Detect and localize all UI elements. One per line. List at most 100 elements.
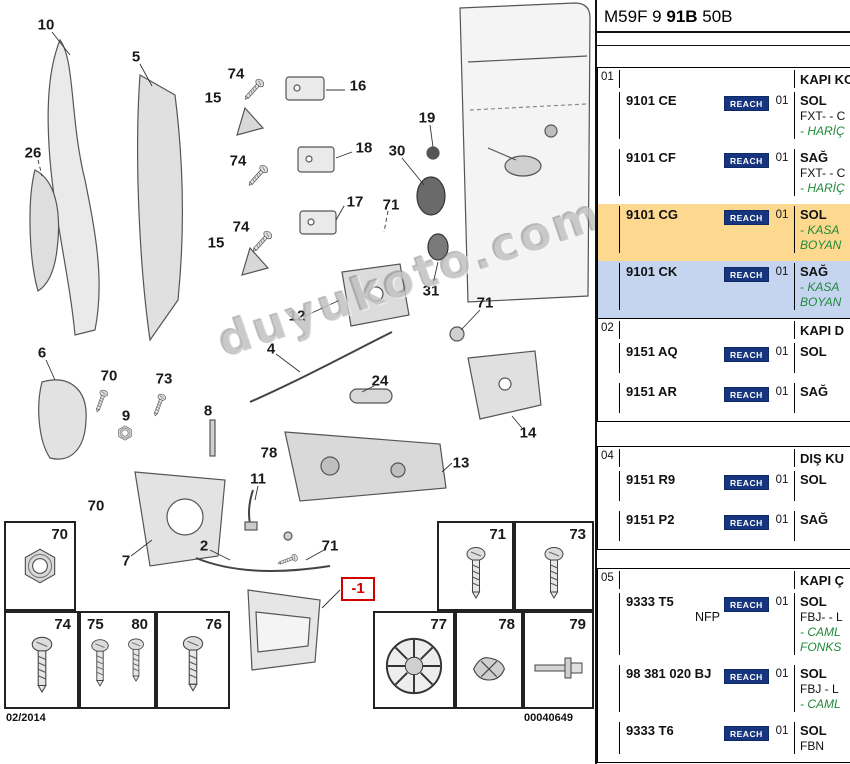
part-number[interactable]: 9101 CE <box>626 93 677 108</box>
reach-badge[interactable]: REACH <box>724 96 769 111</box>
reach-badge-cell: REACH <box>724 665 770 712</box>
reach-badge[interactable]: REACH <box>724 267 769 282</box>
legend-cell-73: 73 <box>514 521 594 611</box>
callout-16: 16 <box>349 77 367 95</box>
group-number: 02 <box>598 321 620 339</box>
part-qty: 01 <box>775 152 789 164</box>
callout-6: 6 <box>37 344 47 362</box>
reach-badge-cell: REACH <box>724 343 770 373</box>
part-ref-cell: 9333 T5 NFP <box>620 593 724 655</box>
callout-73: 73 <box>155 370 173 388</box>
callout-15: 15 <box>207 234 225 252</box>
reach-badge[interactable]: REACH <box>724 153 769 168</box>
legend-cell-78: 78 <box>455 611 523 709</box>
legend-label-75: 75 <box>87 616 104 633</box>
part-ref-cell <box>620 70 724 88</box>
part-desc-line: - HARİÇ <box>800 181 845 195</box>
part-number[interactable]: 9333 T6 <box>626 723 674 738</box>
header-divider <box>597 45 850 46</box>
reach-badge-cell: REACH <box>724 206 770 253</box>
part-qty <box>770 571 794 589</box>
callout-24: 24 <box>371 372 389 390</box>
group-number <box>598 343 620 373</box>
part-number[interactable]: 9151 R9 <box>626 472 676 487</box>
group-number <box>598 149 620 196</box>
callout-70: 70 <box>100 367 118 385</box>
part-row[interactable]: 9151 AQ REACH 01 SOL <box>598 341 850 381</box>
reach-badge[interactable]: REACH <box>724 387 769 402</box>
callout-11: 11 <box>250 470 266 488</box>
part-side-label: SOL <box>800 472 827 487</box>
part-desc-line: - CAML <box>800 697 841 711</box>
star-washer-icon <box>385 637 443 695</box>
reach-badge[interactable]: REACH <box>724 726 769 741</box>
callout-74: 74 <box>227 65 245 83</box>
callout-4: 4 <box>266 340 276 358</box>
part-number[interactable]: 9333 T5 <box>626 594 674 609</box>
legend-label-77: 77 <box>430 616 447 633</box>
part-note: NFP <box>695 610 720 624</box>
part-ref-cell: 9101 CF <box>620 149 724 196</box>
part-number[interactable]: 9151 P2 <box>626 512 675 527</box>
reach-badge[interactable]: REACH <box>724 669 769 684</box>
part-number[interactable]: 9101 CF <box>626 150 676 165</box>
legend-label-73: 73 <box>569 526 586 543</box>
part-number[interactable]: 9101 CK <box>626 264 678 279</box>
part-number[interactable]: 9101 CG <box>626 207 679 222</box>
part-side-label: SAĞ <box>800 384 829 399</box>
part-desc-cell: SAĞ <box>794 383 850 413</box>
reach-badge-cell: REACH <box>724 511 770 541</box>
callout-5: 5 <box>131 48 141 66</box>
title-bold: 91B <box>666 7 698 26</box>
reach-badge[interactable]: REACH <box>724 515 769 530</box>
part-qty: 01 <box>775 95 789 107</box>
callout-8: 8 <box>203 402 213 420</box>
screw-icon <box>128 638 145 682</box>
group-number: 04 <box>598 449 620 467</box>
part-desc-cell: SOL <box>794 343 850 373</box>
part-ref-cell: 9101 CK <box>620 263 724 310</box>
part-qty: 01 <box>775 209 789 221</box>
part-number[interactable]: 9151 AR <box>626 384 677 399</box>
callout-7: 7 <box>121 552 131 570</box>
part-number[interactable]: 98 381 020 BJ <box>626 666 712 681</box>
reach-badge[interactable]: REACH <box>724 597 769 612</box>
reach-badge-cell: REACH <box>724 383 770 413</box>
reach-badge[interactable]: REACH <box>724 475 769 490</box>
part-qty: 01 <box>775 346 789 358</box>
part-side-label: SOL <box>800 93 827 108</box>
callout-19: 19 <box>418 109 436 127</box>
callout-12: 12 <box>288 307 306 325</box>
group-title: KAPI D <box>800 323 845 338</box>
part-desc-line: - KASA <box>800 223 840 237</box>
part-desc-cell: SAĞ <box>794 511 850 541</box>
legend-cell-75-80: 75 80 <box>79 611 156 709</box>
reach-badge[interactable]: REACH <box>724 210 769 225</box>
part-number[interactable]: 9151 AQ <box>626 344 678 359</box>
title-prefix: M59F 9 <box>604 7 667 26</box>
part-desc-line: FXT- - C <box>800 109 846 123</box>
group-number <box>598 471 620 501</box>
reach-badge-cell: REACH <box>724 471 770 501</box>
part-side-label: SOL <box>800 344 827 359</box>
group-number <box>598 665 620 712</box>
part-side-label: SAĞ <box>800 512 829 527</box>
reach-badge[interactable]: REACH <box>724 347 769 362</box>
part-desc-line: - CAML <box>800 625 841 639</box>
